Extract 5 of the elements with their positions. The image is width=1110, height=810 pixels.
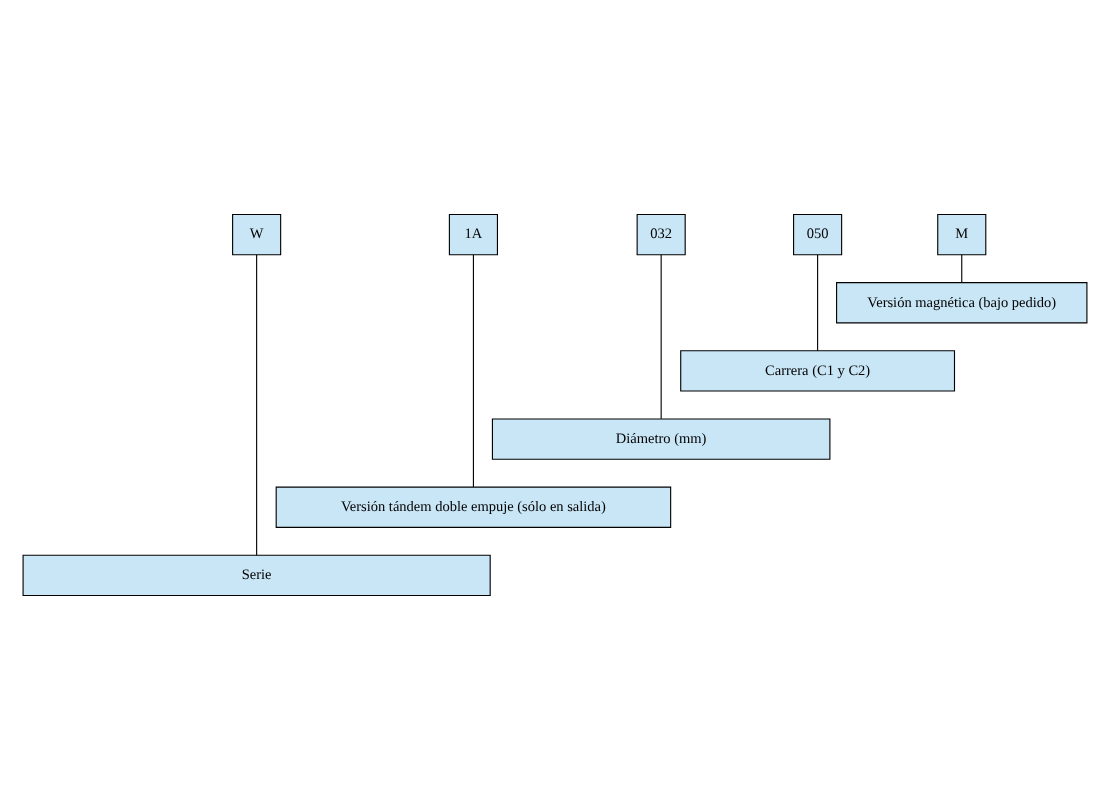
connector [472,254,474,488]
connector [961,254,963,283]
connector [256,254,258,556]
connector [660,254,662,420]
connector [817,254,819,352]
